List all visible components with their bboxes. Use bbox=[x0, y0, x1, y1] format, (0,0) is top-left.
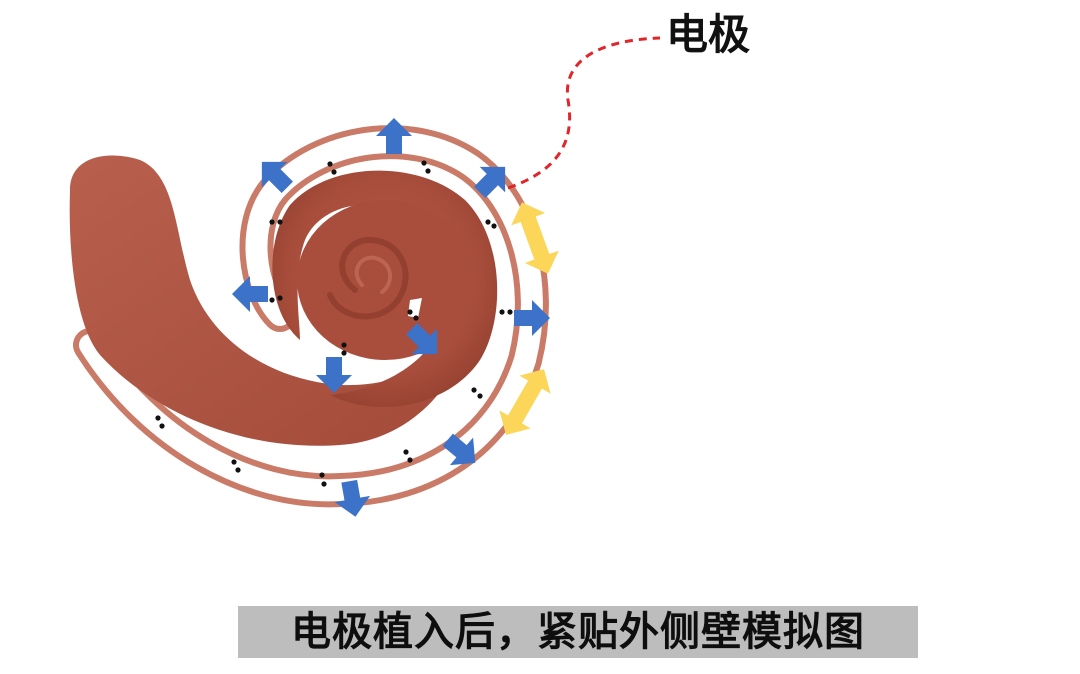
electrode-leader-line bbox=[507, 36, 661, 190]
electrode-contact-icon bbox=[485, 219, 497, 229]
spiral-swirl-highlight bbox=[354, 255, 392, 294]
arrow-icon bbox=[376, 118, 412, 154]
arrow-icon bbox=[474, 166, 506, 198]
blue-arrows bbox=[232, 118, 550, 517]
electrode-contact-icon bbox=[327, 161, 337, 175]
electrode-contact-icon bbox=[341, 342, 347, 356]
electrode-contact-icon bbox=[269, 295, 283, 303]
electrode-contact-icon bbox=[231, 459, 241, 473]
electrode-label: 电极 bbox=[666, 10, 751, 59]
electrode-gap bbox=[79, 131, 543, 502]
arrow-icon bbox=[316, 357, 352, 393]
electrode-contact-icon bbox=[471, 387, 483, 399]
yellow-arrows bbox=[499, 202, 559, 435]
electrode-contact-icon bbox=[403, 449, 413, 463]
arrow-icon bbox=[232, 276, 268, 312]
arrow-icon bbox=[514, 300, 550, 336]
electrode-contact-icon bbox=[319, 472, 327, 487]
double-arrow-icon bbox=[511, 202, 559, 274]
arrow-icon bbox=[406, 323, 438, 355]
electrode-contact-icon bbox=[407, 309, 419, 321]
electrode-contacts bbox=[155, 160, 513, 487]
double-arrow-icon bbox=[499, 369, 551, 435]
electrode-contact-icon bbox=[421, 160, 431, 174]
cochlea-base bbox=[69, 155, 478, 446]
arrow-icon bbox=[261, 161, 293, 193]
cochlea-core bbox=[297, 200, 473, 360]
diagram-caption: 电极植入后，紧贴外侧壁模拟图 bbox=[238, 606, 918, 658]
arrow-icon bbox=[334, 479, 371, 517]
electrode-contact-icon bbox=[155, 415, 165, 429]
electrode-contact-icon bbox=[499, 309, 513, 315]
arrow-icon bbox=[442, 433, 476, 466]
electrode-contact-icon bbox=[269, 219, 283, 225]
spiral-swirl bbox=[327, 236, 409, 320]
